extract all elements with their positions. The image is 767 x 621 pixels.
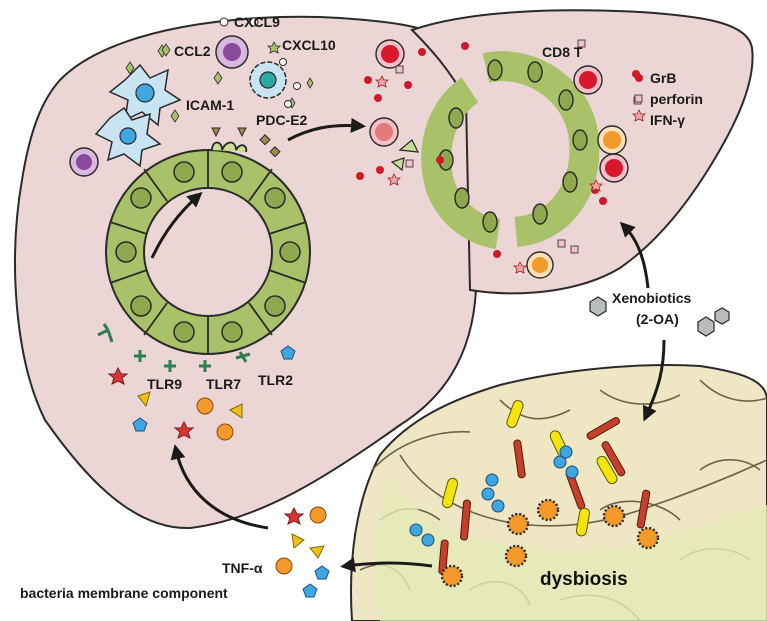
bile-duct-right-damaged <box>390 51 600 249</box>
blue-cocci <box>409 445 579 547</box>
legend-cxcl9-circle <box>219 17 229 27</box>
label-perforin: perforin <box>650 91 703 107</box>
arrow-gut-to-liver <box>170 444 269 530</box>
label-ifng: IFN-γ <box>650 112 685 128</box>
grb-dots <box>356 42 640 258</box>
spiky-bacteria <box>440 498 660 588</box>
label-cxcl10: CXCL10 <box>282 37 336 53</box>
legend-cxcl10-glyph <box>267 41 281 54</box>
ifng-stars <box>375 75 603 274</box>
label-ccl2: CCL2 <box>174 43 211 59</box>
arrow-inner-left <box>150 192 203 259</box>
cd8-t-cell <box>599 153 629 183</box>
arrow-dysbiosis-to-tnf <box>340 557 433 573</box>
cd8-t-cell <box>369 117 399 147</box>
legend-ifng-star <box>632 109 646 122</box>
dendritic-cell <box>94 106 162 168</box>
dendritic-cell <box>108 63 182 127</box>
pamp-particles-liver <box>107 345 296 441</box>
cd8-t-cell <box>597 125 627 155</box>
t-cell-purple <box>69 147 99 177</box>
rod-bacteria <box>438 416 651 575</box>
label-tlr7: TLR7 <box>206 376 241 392</box>
arrow-xeno-to-liver <box>619 221 650 289</box>
legend-grb-dot <box>635 74 643 82</box>
label-xenobiotics: Xenobiotics <box>612 290 692 306</box>
label-tlr9: TLR9 <box>147 376 182 392</box>
chemokine-markers <box>125 44 314 123</box>
label-dysbiosis: dysbiosis <box>540 569 628 590</box>
arrow-to-damage <box>287 117 366 142</box>
cd8-t-cell <box>573 65 603 95</box>
label-2oa: (2-OA) <box>636 311 679 327</box>
xenobiotic-hexagons <box>589 296 730 337</box>
label-icam1: ICAM-1 <box>186 97 234 113</box>
arrow-xeno-to-gut <box>642 339 666 422</box>
label-pdce2: PDC-E2 <box>256 112 308 128</box>
label-cxcl9: CXCL9 <box>234 14 280 30</box>
cd8-t-cell <box>526 251 554 279</box>
label-cd8t: CD8 T <box>542 44 583 60</box>
pamp-particles-outside <box>275 506 330 598</box>
label-tnfa: TNF-α <box>222 560 263 576</box>
cd8-t-cell <box>375 39 405 69</box>
pdce2-markers <box>211 127 281 158</box>
label-grb: GrB <box>650 70 676 86</box>
label-tlr2: TLR2 <box>258 372 293 388</box>
legend-perforin-square <box>634 94 643 103</box>
legend-ccl2-glyph <box>161 43 171 57</box>
tlr-receptors <box>97 323 251 372</box>
macrophage-cell <box>249 61 287 99</box>
cxcl9-circles <box>249 17 301 108</box>
label-bacteria-membrane: bacteria membrane component <box>20 585 228 601</box>
t-cell-purple <box>215 35 249 69</box>
